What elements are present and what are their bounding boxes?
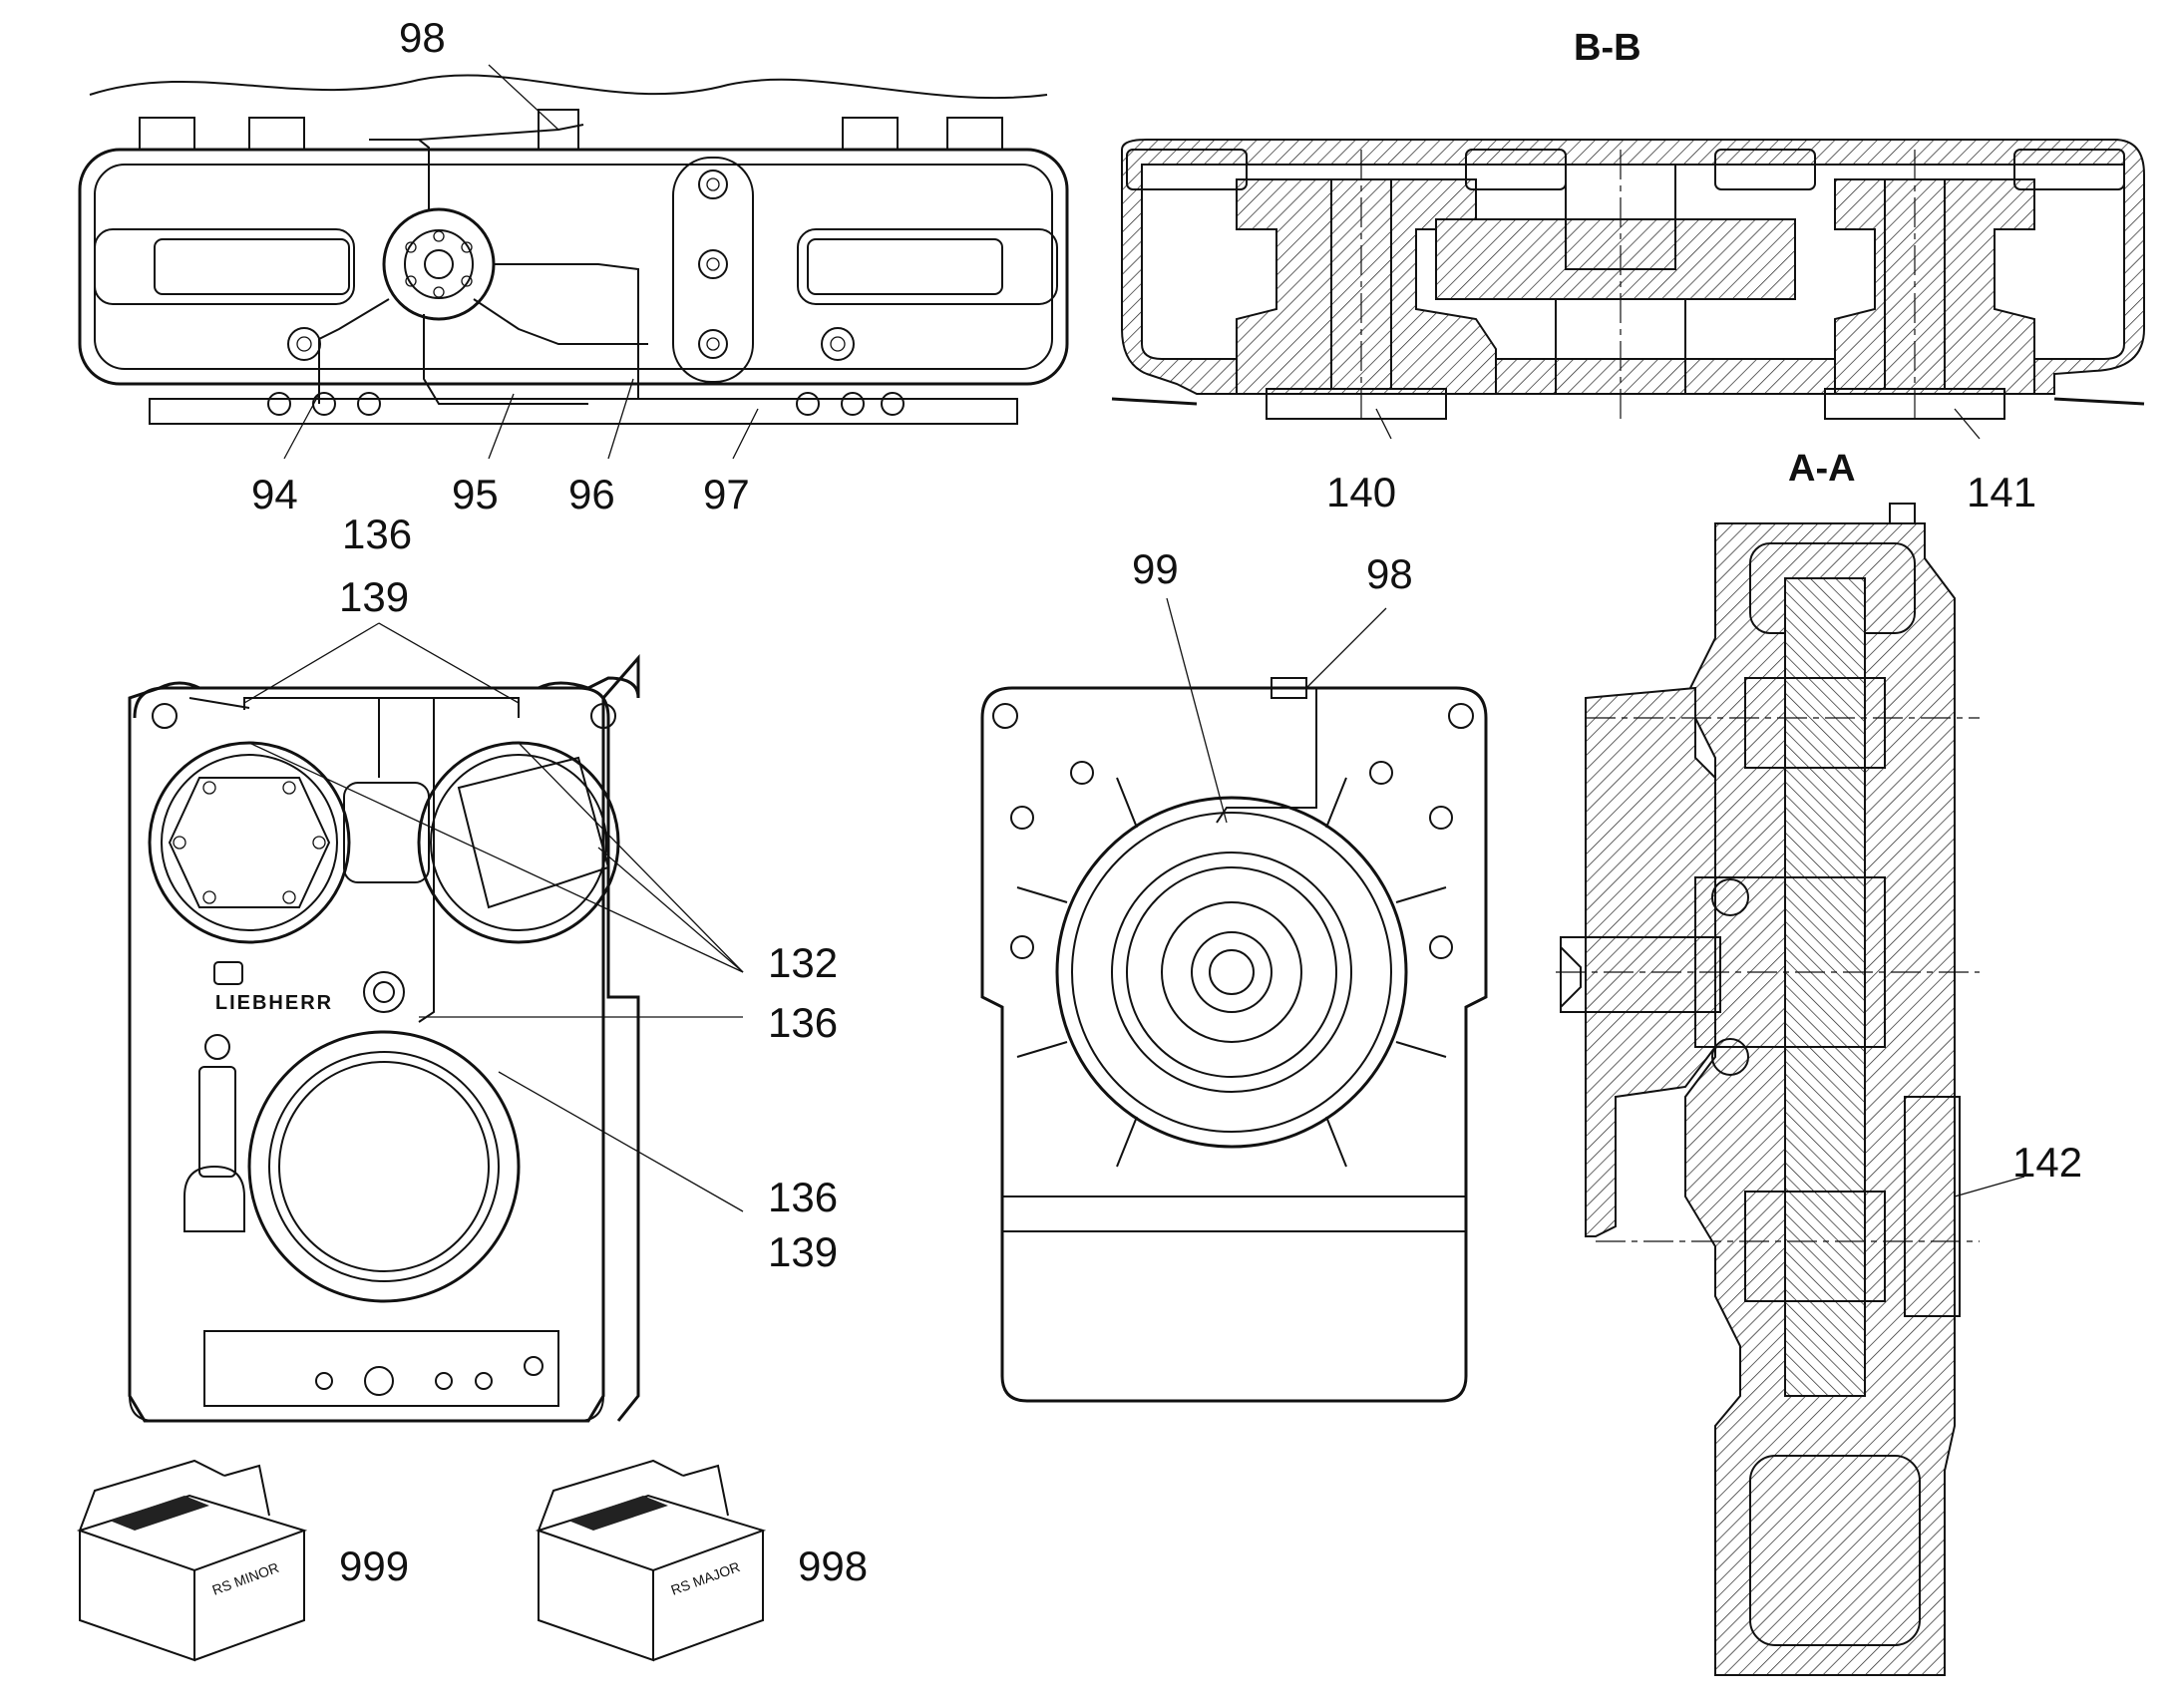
box-major-label: RS MAJOR: [669, 1558, 742, 1598]
callout-139-low: 139: [768, 1228, 838, 1275]
section-aa-title: A-A: [1788, 448, 1856, 490]
section-bb-drawing: [1111, 139, 2145, 424]
front-view-drawing: LIEBHERR: [128, 654, 640, 1423]
callout-142: 142: [2012, 1139, 2082, 1186]
box-rs-minor-drawing: RS MINOR: [76, 1459, 308, 1662]
brand-logo-text: LIEBHERR: [215, 992, 333, 1014]
callout-94: 94: [251, 471, 298, 517]
section-bb-title: B-B: [1574, 27, 1641, 69]
callout-140: 140: [1326, 469, 1396, 515]
callout-97: 97: [703, 471, 750, 517]
callout-labels: 98 94 95 96 97 B-B 140 141 A-A 136 139 9…: [251, 14, 2082, 1589]
callout-96: 96: [568, 471, 615, 517]
callout-136-low: 136: [768, 1174, 838, 1220]
callout-132: 132: [768, 939, 838, 986]
rear-view-drawing: [980, 677, 1488, 1403]
callout-139-top: 139: [339, 573, 409, 620]
callout-95: 95: [452, 471, 499, 517]
callout-141: 141: [1967, 469, 2036, 515]
box-rs-major-drawing: RS MAJOR: [535, 1459, 767, 1662]
callout-99: 99: [1132, 545, 1179, 592]
leader-lines: [243, 64, 2025, 1212]
box-minor-label: RS MINOR: [210, 1559, 281, 1598]
callout-98-top: 98: [399, 14, 446, 61]
callout-98-mid: 98: [1366, 550, 1413, 597]
section-aa-drawing: [1556, 503, 1980, 1676]
callout-998: 998: [798, 1542, 868, 1589]
callout-999: 999: [339, 1542, 409, 1589]
callout-136-mid: 136: [768, 999, 838, 1046]
callout-136-top: 136: [342, 511, 412, 557]
top-view-drawing: [78, 74, 1069, 425]
